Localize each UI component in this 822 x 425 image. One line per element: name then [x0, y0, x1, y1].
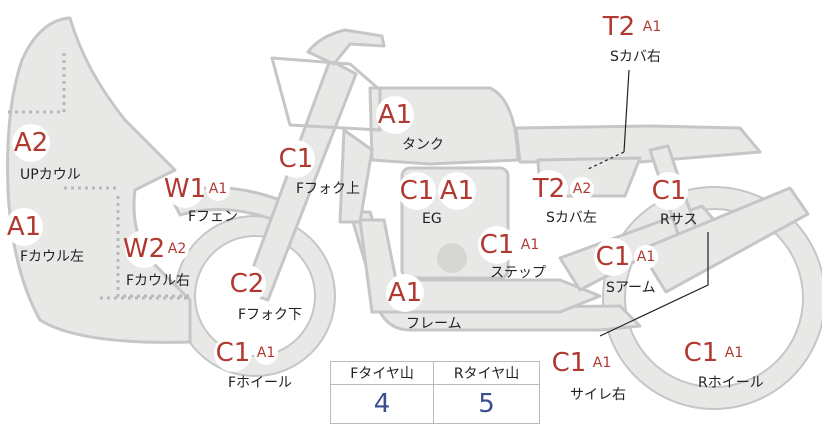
label-f-fender: Fフェン [188, 209, 239, 225]
grade-f-cowl-r: W2 [123, 230, 165, 268]
grade-s-cover-l: T2 [530, 170, 568, 208]
front-tyre-value: 4 [329, 384, 435, 424]
grade-tank: A1 [376, 96, 414, 134]
subgrade-s-cover-r: A1 [640, 15, 664, 39]
grade-frame: A1 [386, 274, 424, 312]
tyre-tread-table: Fタイヤ山 Rタイヤ山 4 5 [329, 361, 540, 424]
badge-step: C1 A1 [478, 226, 542, 264]
badge-s-arm: C1 A1 [594, 238, 658, 276]
badge-f-fender: W1 A1 [164, 170, 230, 208]
badge-f-wheel: C1 A1 [214, 334, 278, 372]
label-tank: タンク [402, 137, 444, 153]
label-step: ステップ [490, 265, 546, 281]
front-tyre-header: Fタイヤ山 [329, 361, 435, 385]
badge-f-fork-low: C2 [228, 265, 266, 303]
label-frame: フレーム [406, 316, 462, 332]
grade-f-wheel: C1 [214, 334, 252, 372]
seat-shape [514, 124, 762, 164]
grade-s-cover-r: T2 [600, 8, 638, 46]
subgrade-f-wheel: A1 [254, 341, 278, 365]
grade2-eg: A1 [438, 172, 476, 210]
badge-s-cover-l: T2 A2 [530, 170, 594, 208]
grade-step: C1 [478, 226, 516, 264]
label-s-arm: Sアーム [606, 280, 656, 296]
subgrade-step: A1 [518, 233, 542, 257]
label-f-wheel: Fホイール [228, 375, 293, 391]
badge-f-cowl-l: A1 [5, 208, 43, 246]
subgrade-s-cover-l: A2 [570, 177, 594, 201]
front-fork-shape [242, 58, 358, 302]
grade-r-sus: C1 [650, 172, 688, 210]
badge-r-sus: C1 [650, 172, 688, 210]
grade-up-cowl: A2 [12, 124, 50, 162]
label-r-sus: Rサス [660, 212, 698, 228]
label-eg: EG [422, 211, 442, 227]
grade-f-fork-up: C1 [277, 140, 315, 178]
silencer-shape [638, 186, 810, 294]
badge-tank: A1 [376, 96, 414, 134]
grade-f-cowl-l: A1 [5, 208, 43, 246]
label-f-cowl-l: Fカウル左 [20, 249, 85, 265]
badge-f-fork-up: C1 [277, 140, 315, 178]
label-s-cover-r: Sカバ右 [610, 49, 661, 65]
grade-f-fender: W1 [164, 170, 206, 208]
subgrade-f-fender: A1 [206, 177, 230, 201]
label-f-cowl-r: Fカウル右 [126, 273, 191, 289]
badge-silencer-r: C1 A1 [550, 344, 614, 382]
grade-s-arm: C1 [594, 238, 632, 276]
grade-silencer-r: C1 [550, 344, 588, 382]
rear-tyre-header: Rタイヤ山 [433, 361, 540, 385]
label-silencer-r: サイレ右 [570, 387, 626, 403]
subgrade-f-cowl-r: A2 [165, 237, 189, 261]
badge-frame: A1 [386, 274, 424, 312]
label-f-fork-up: Fフォク上 [296, 181, 361, 197]
subgrade-r-wheel: A1 [722, 341, 746, 365]
grade-eg: C1 [398, 172, 436, 210]
badge-f-cowl-r: W2 A2 [123, 230, 189, 268]
label-f-fork-low: Fフォク下 [238, 307, 303, 323]
label-s-cover-l: Sカバ左 [546, 210, 597, 226]
badge-eg: C1 A1 [398, 172, 476, 210]
leader-scover-r [585, 151, 625, 171]
subgrade-silencer-r: A1 [590, 351, 614, 375]
rear-wheel-shape [603, 187, 822, 409]
grade-r-wheel: C1 [682, 334, 720, 372]
badge-s-cover-r: T2 A1 [600, 8, 664, 46]
label-up-cowl: UPカウル [20, 167, 81, 183]
badge-up-cowl: A2 [12, 124, 50, 162]
rear-tyre-value: 5 [433, 384, 540, 424]
grade-f-fork-low: C2 [228, 265, 266, 303]
label-r-wheel: Rホイール [698, 375, 764, 391]
badge-r-wheel: C1 A1 [682, 334, 746, 372]
subgrade-s-arm: A1 [634, 245, 658, 269]
